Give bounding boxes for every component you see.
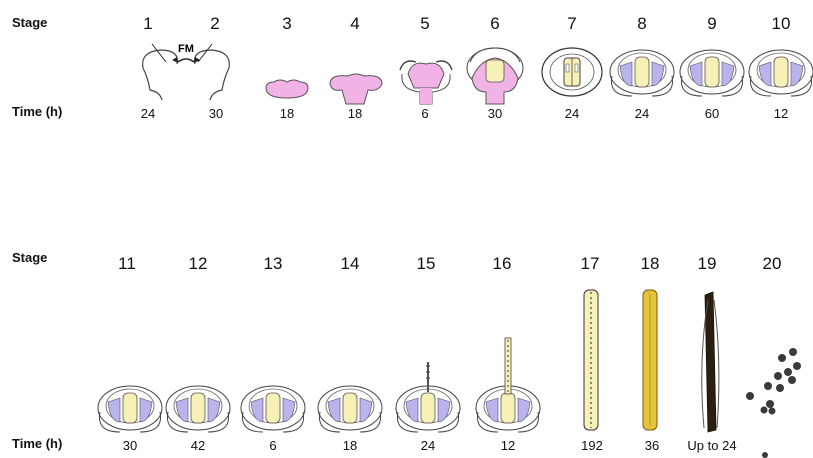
- stage-1-2-illustration: FM: [143, 43, 230, 100]
- stage-16-illustration: [476, 338, 540, 432]
- fm-annotation: FM: [178, 43, 194, 55]
- stage-3-illustration: [266, 80, 308, 98]
- stage-8-illustration: [610, 50, 674, 96]
- stage-5-illustration: [400, 61, 452, 104]
- stage-19-illustration: [702, 292, 719, 432]
- stage-6-illustration: [467, 48, 523, 104]
- stage-14-illustration: [318, 386, 382, 432]
- stage-10-illustration: [749, 50, 813, 96]
- stage-4-illustration: [330, 74, 382, 104]
- stage-18-illustration: [643, 290, 657, 430]
- stage-12-illustration: [166, 386, 230, 432]
- stage-17-illustration: [584, 290, 598, 430]
- stage-13-illustration: [241, 386, 305, 432]
- stage-11-illustration: [98, 386, 162, 432]
- stage-15-illustration: [396, 362, 460, 432]
- stage-20-seeds: [746, 348, 801, 458]
- stage-7-illustration: [542, 48, 602, 96]
- stage-9-illustration: [680, 50, 744, 96]
